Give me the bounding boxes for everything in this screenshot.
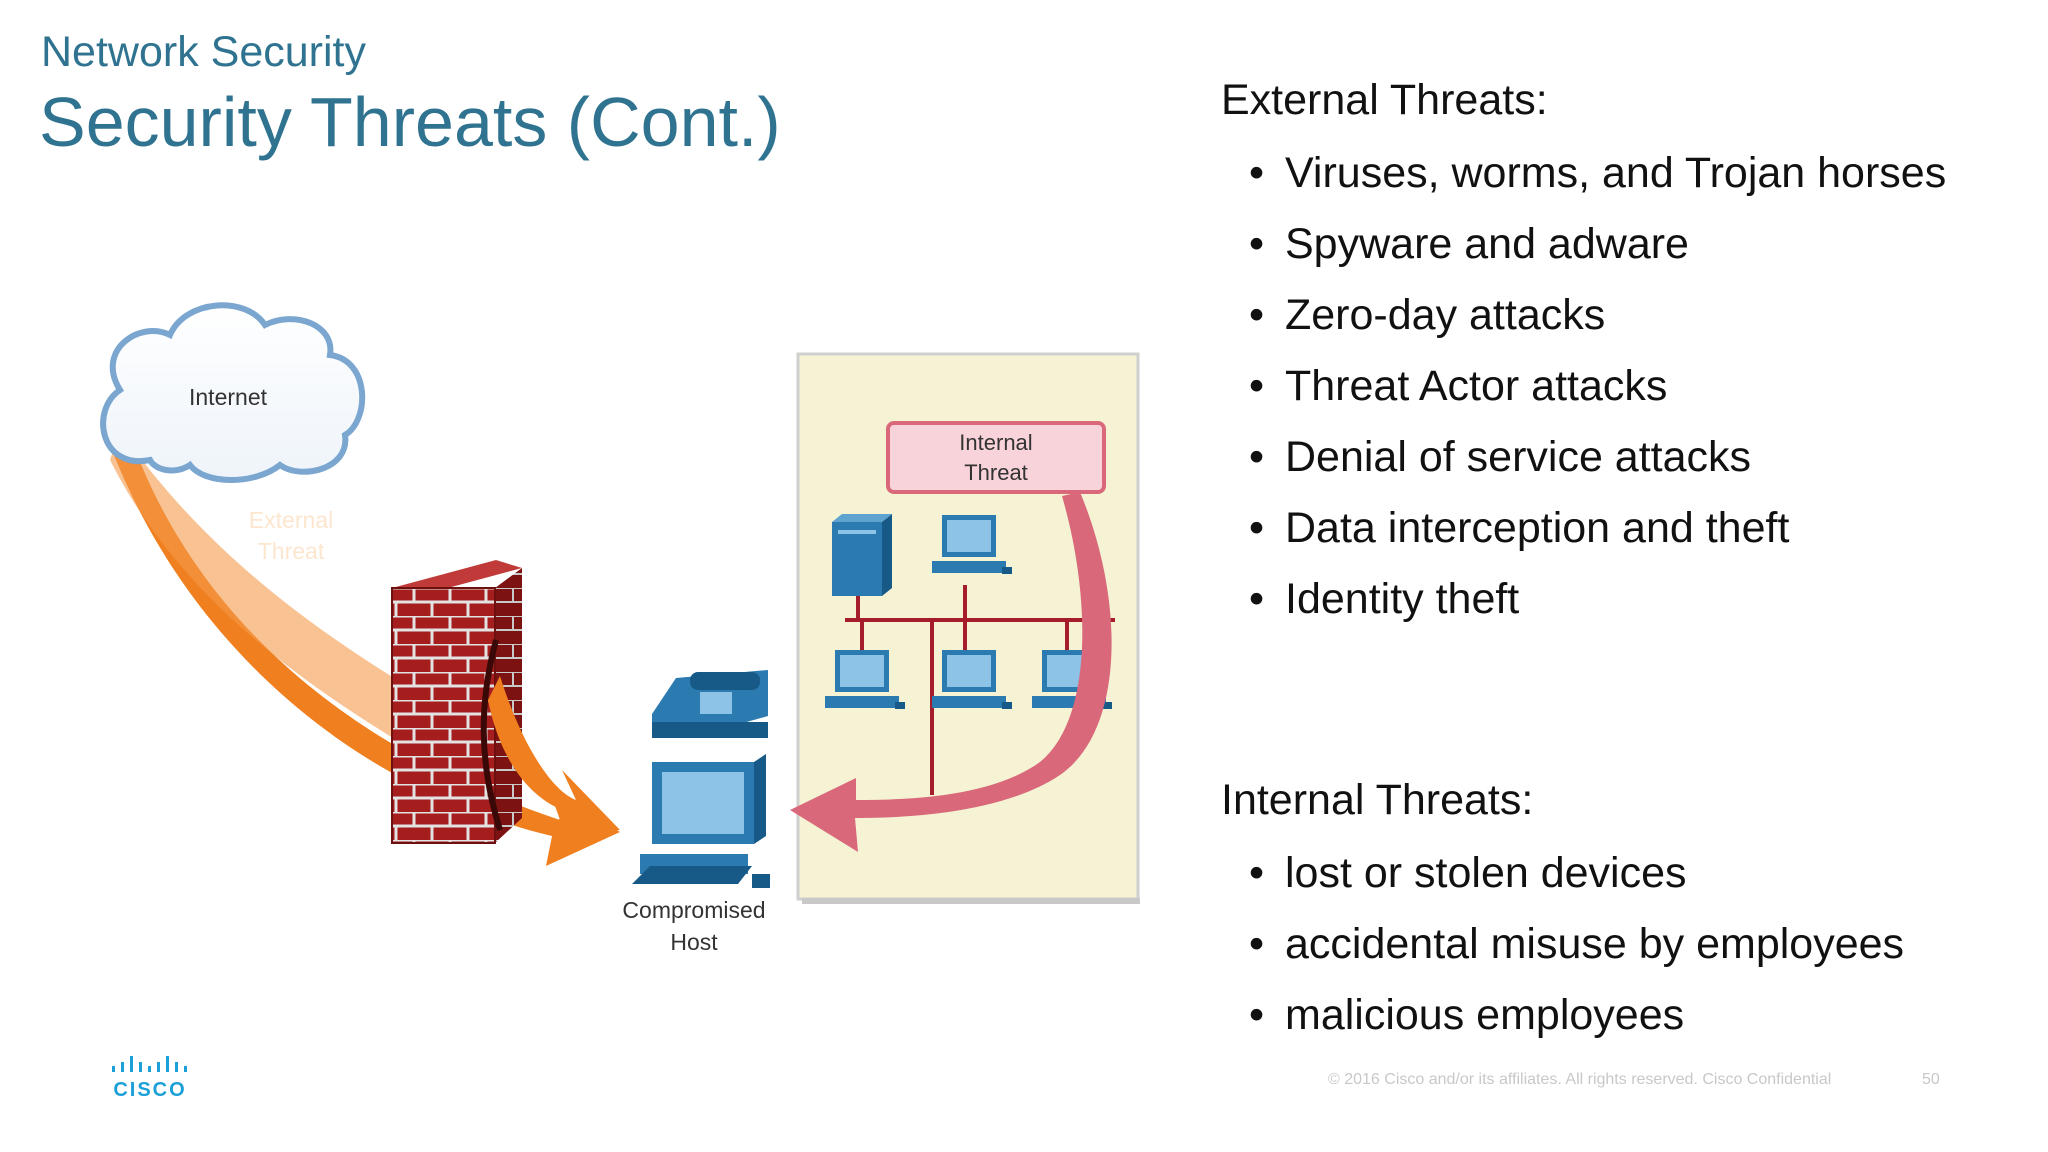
internet-cloud: Internet [100, 302, 366, 483]
slide-title: Security Threats (Cont.) [39, 83, 781, 161]
cisco-logo-text: CISCO [113, 1079, 186, 1100]
internal-threats-list: •lost or stolen devices •accidental misu… [1221, 846, 2001, 1043]
compromised-host-icon [632, 754, 770, 888]
server-icon [832, 514, 892, 596]
list-item: •malicious employees [1249, 991, 1685, 1039]
host-label-line2: Host [670, 929, 718, 955]
breach-arrow [488, 676, 620, 830]
list-item: •Identity theft [1249, 575, 1520, 623]
external-threats-heading: External Threats: [1221, 76, 1548, 124]
workstation-icon-2 [932, 650, 1012, 709]
cloud-label: Internet [189, 384, 268, 410]
internal-threat-box: Internal Threat [886, 421, 1106, 494]
cisco-logo: CISCO [112, 1056, 187, 1100]
list-item: •accidental misuse by employees [1249, 920, 1905, 968]
lan-network [845, 585, 1115, 795]
list-item: •Spyware and adware [1249, 220, 1689, 268]
workstation-icon-top [932, 515, 1012, 574]
slide-subtitle: Network Security [41, 28, 366, 76]
external-threats-list: •Viruses, worms, and Trojan horses •Spyw… [1221, 146, 2001, 627]
list-item: •Data interception and theft [1249, 504, 1790, 552]
list-item: •lost or stolen devices [1249, 849, 1687, 897]
list-item: •Viruses, worms, and Trojan horses [1249, 149, 1947, 197]
ip-phone-icon [652, 670, 768, 738]
list-item: •Threat Actor attacks [1249, 362, 1668, 410]
list-item: •Zero-day attacks [1249, 291, 1606, 339]
host-label-line1: Compromised [622, 897, 765, 923]
threat-diagram: Internet External Threat [100, 302, 1140, 955]
internal-threat-label-line1: Internal [959, 430, 1032, 455]
external-threat-label-line1: External [249, 507, 333, 533]
page-number: 50 [1922, 1071, 1940, 1088]
workstation-icon-1 [825, 650, 905, 709]
internal-threats-heading: Internal Threats: [1221, 776, 1534, 824]
external-threat-label-line2: Threat [258, 538, 325, 564]
copyright-notice: © 2016 Cisco and/or its affiliates. All … [1328, 1071, 1832, 1088]
list-item: •Denial of service attacks [1249, 433, 1752, 481]
internal-threat-label-line2: Threat [964, 460, 1028, 485]
external-threat-arrow [112, 430, 620, 866]
internal-threat-arrow [790, 492, 1112, 852]
